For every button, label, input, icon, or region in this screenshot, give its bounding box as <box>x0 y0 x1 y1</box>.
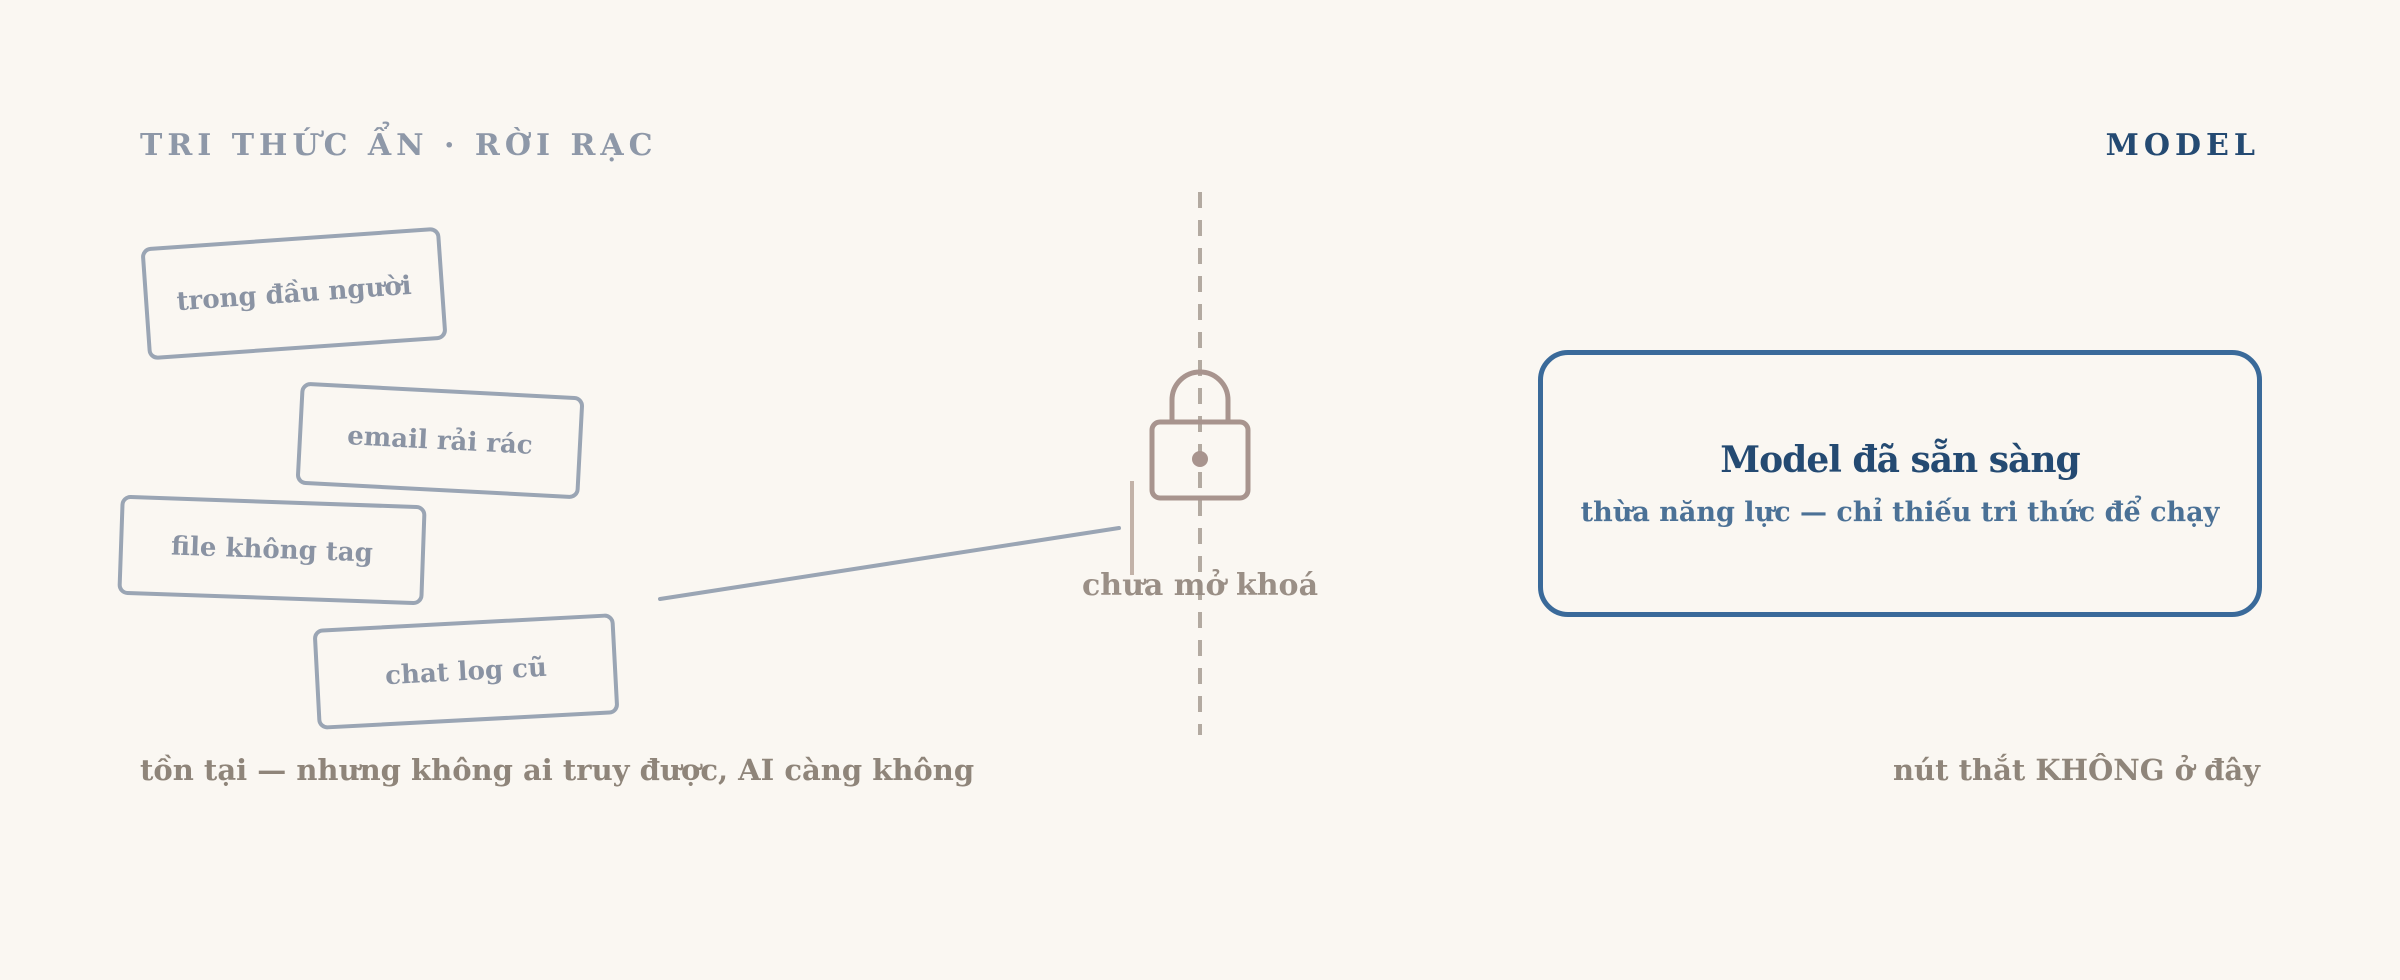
knowledge-card-people: trong đầu người <box>140 226 448 361</box>
model-subtitle: thừa năng lực — chỉ thiếu tri thức để ch… <box>1580 497 2220 528</box>
knowledge-card-chat-log: chat log cũ <box>312 613 620 730</box>
model-heading: MODEL <box>2105 128 2260 163</box>
knowledge-connector-line <box>658 526 1121 601</box>
knowledge-footnote: tồn tại — nhưng không ai truy được, AI c… <box>140 753 975 787</box>
knowledge-card-email: email rải rác <box>295 381 585 500</box>
padlock-icon <box>1149 369 1251 501</box>
hidden-knowledge-heading: TRI THỨC ẨN · RỜI RẠC <box>140 128 658 163</box>
model-title: Model đã sẵn sàng <box>1720 439 2080 481</box>
knowledge-card-files: file không tag <box>117 494 427 606</box>
lock-caption: chưa mở khoá <box>1081 568 1319 603</box>
model-ready-box: Model đã sẵn sàng thừa năng lực — chỉ th… <box>1538 350 2262 617</box>
model-footnote: nút thắt KHÔNG ở đây <box>1892 753 2260 787</box>
